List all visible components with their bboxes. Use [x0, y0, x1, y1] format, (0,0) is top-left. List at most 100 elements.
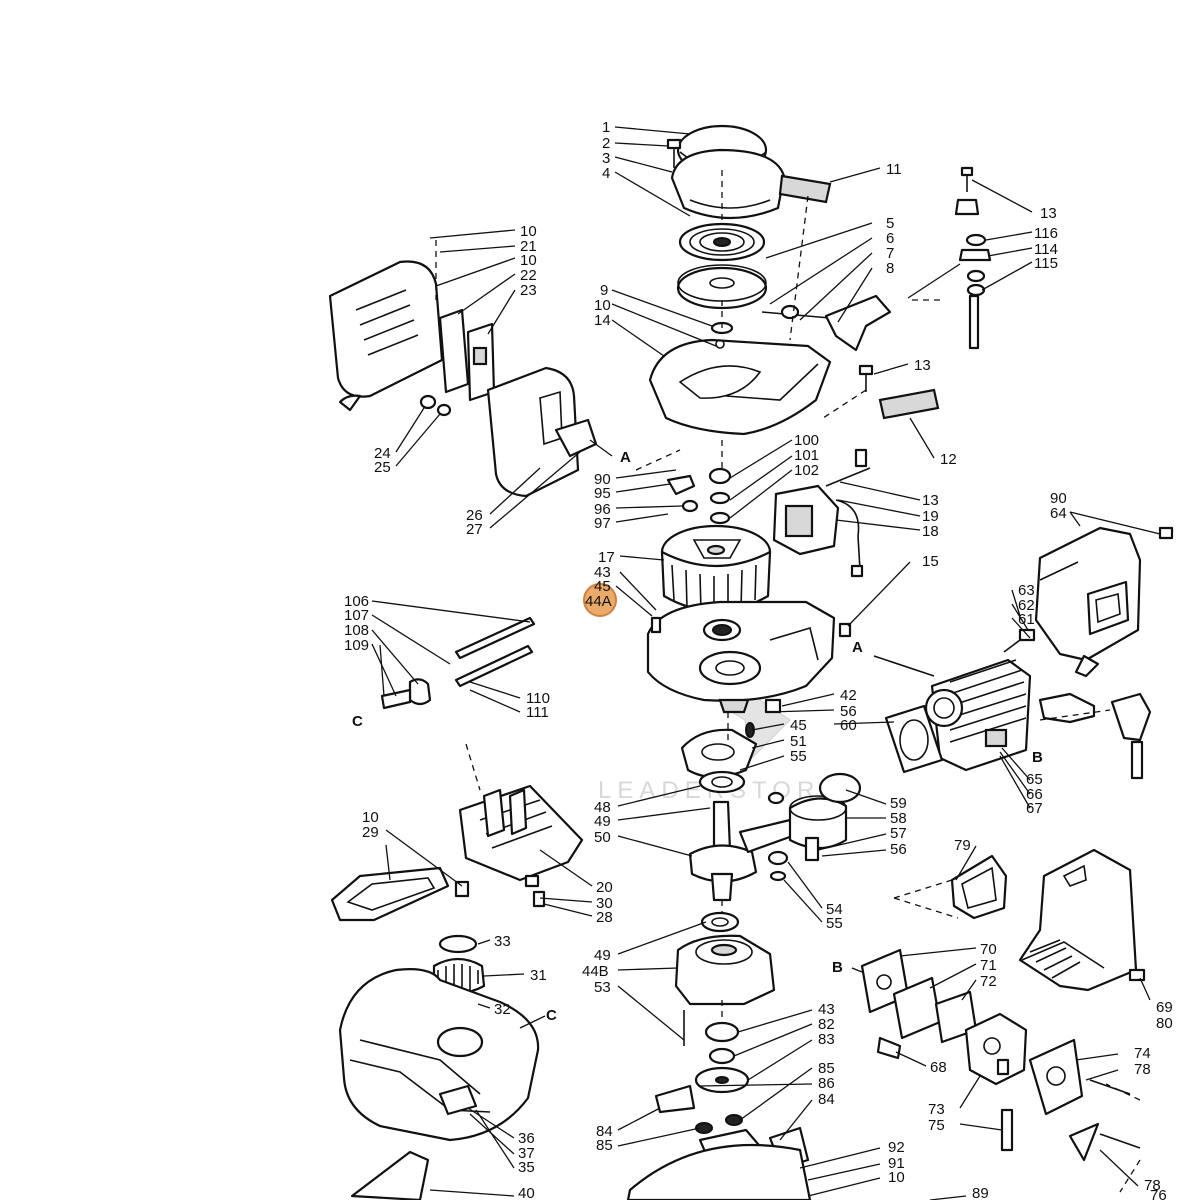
throttle-bracket	[458, 784, 584, 882]
handle-lower	[350, 1150, 430, 1200]
label-18: 18	[922, 523, 939, 540]
bolt-13b	[858, 364, 874, 392]
label-75: 75	[928, 1117, 945, 1134]
label-9: 9	[600, 282, 608, 299]
label-14: 14	[594, 312, 611, 329]
label-44A: 44A	[585, 593, 612, 610]
label-54: 54	[826, 901, 843, 918]
label-85: 85	[596, 1137, 613, 1154]
label-72: 72	[980, 973, 997, 990]
label-1: 1	[602, 119, 610, 136]
label-66: 66	[1026, 786, 1043, 803]
label-20: 20	[596, 879, 613, 896]
label-15: 15	[922, 553, 939, 570]
label-92: 92	[888, 1139, 905, 1156]
label-51: 51	[790, 733, 807, 750]
label-10: 10	[520, 252, 537, 269]
label-7: 7	[886, 245, 894, 262]
label-78: 78	[1134, 1061, 1151, 1078]
label-62: 62	[1018, 597, 1035, 614]
label-48: 48	[594, 799, 611, 816]
label-53: 53	[594, 979, 611, 996]
assembly-dashed-lines	[435, 170, 1141, 1193]
label-101: 101	[794, 447, 819, 464]
label-22: 22	[520, 267, 537, 284]
label-95: 95	[594, 485, 611, 502]
label-71: 71	[980, 957, 997, 974]
label-40: 40	[518, 1185, 535, 1200]
label-10: 10	[594, 297, 611, 314]
fuel-tank	[338, 968, 540, 1142]
label-19: 19	[922, 508, 939, 525]
label-3: 3	[602, 150, 610, 167]
label-6: 6	[886, 230, 894, 247]
muffler-cover	[328, 260, 444, 412]
label-43: 43	[818, 1001, 835, 1018]
decal-12	[878, 388, 940, 420]
label-116: 116	[1034, 225, 1058, 242]
label-30: 30	[596, 895, 613, 912]
label-44B: 44B	[582, 963, 609, 980]
spark-plug-cap-stack	[954, 166, 992, 350]
label-13: 13	[914, 357, 931, 374]
label-C: C	[546, 1007, 557, 1024]
label-27: 27	[466, 521, 483, 538]
label-83: 83	[818, 1031, 835, 1048]
ignition-coil	[772, 448, 871, 578]
spark-plug-and-boot	[1038, 692, 1152, 780]
label-23: 23	[520, 282, 537, 299]
crankcase-half-44A	[646, 600, 836, 714]
label-32: 32	[494, 1001, 511, 1018]
label-55: 55	[826, 915, 843, 932]
clutch-stack	[626, 1021, 812, 1200]
label-B: B	[1032, 749, 1043, 766]
fan-housing	[648, 338, 832, 436]
part-labels: 1 2 3 4 11 13 116 114 115 10 21 10 22 23…	[344, 119, 1173, 1200]
bearing-49b	[700, 911, 740, 933]
label-80: 80	[1156, 1015, 1173, 1032]
label-60: 60	[840, 717, 857, 734]
carburetor	[876, 1012, 1028, 1152]
label-28: 28	[596, 909, 613, 926]
label-50: 50	[594, 829, 611, 846]
label-85: 85	[818, 1060, 835, 1077]
label-69: 69	[1156, 999, 1173, 1016]
crankshaft	[688, 800, 800, 902]
label-58: 58	[890, 810, 907, 827]
label-109: 109	[344, 637, 369, 654]
label-29: 29	[362, 824, 379, 841]
label-90: 90	[594, 471, 611, 488]
crankcase-half-44B	[674, 934, 776, 1046]
label-C: C	[352, 713, 363, 730]
label-8: 8	[886, 260, 894, 277]
label-108: 108	[344, 622, 369, 639]
label-84: 84	[596, 1123, 613, 1140]
shroud-bracket	[1034, 526, 1174, 678]
label-70: 70	[980, 941, 997, 958]
label-25: 25	[374, 459, 391, 476]
muffler-body	[486, 366, 598, 498]
label-59: 59	[890, 795, 907, 812]
label-13: 13	[922, 492, 939, 509]
label-13: 13	[1040, 205, 1057, 222]
label-97: 97	[594, 515, 611, 532]
label-B: B	[832, 959, 843, 976]
label-49: 49	[594, 947, 611, 964]
label-78: 78	[1144, 1177, 1161, 1194]
label-61: 61	[1018, 611, 1035, 628]
label-100: 100	[794, 432, 819, 449]
label-37: 37	[518, 1145, 535, 1162]
label-86: 86	[818, 1075, 835, 1092]
nut-washer-stack	[708, 467, 732, 525]
label-68: 68	[930, 1059, 947, 1076]
label-84: 84	[818, 1091, 835, 1108]
label-10: 10	[362, 809, 379, 826]
crankcase-seal-51	[680, 728, 758, 779]
label-89: 89	[972, 1185, 989, 1200]
label-55: 55	[790, 748, 807, 765]
label-31: 31	[530, 967, 547, 984]
label-10: 10	[888, 1169, 905, 1186]
label-35: 35	[518, 1159, 535, 1176]
label-4: 4	[602, 165, 610, 182]
